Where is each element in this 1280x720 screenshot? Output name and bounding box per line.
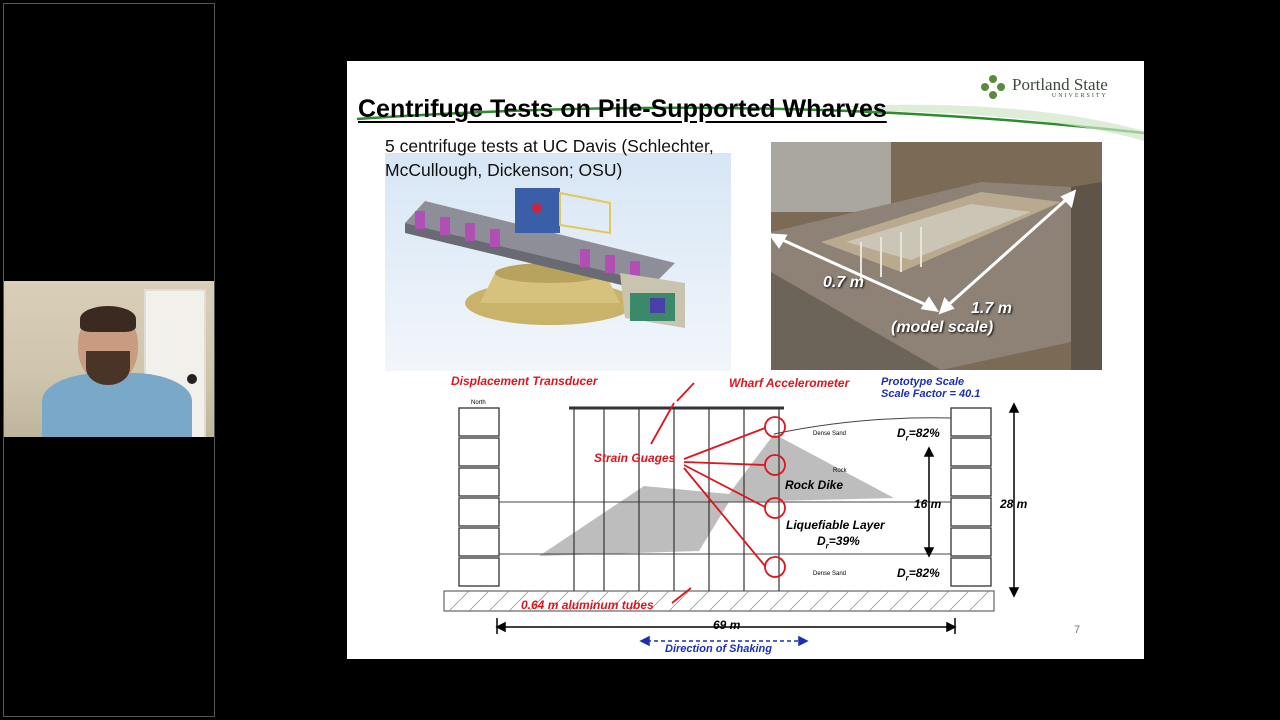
page-number: 7 (1074, 624, 1081, 636)
label-aluminum-tubes: 0.64 m aluminum tubes (521, 598, 654, 612)
label-28m: 28 m (1000, 497, 1028, 511)
presenter-video[interactable] (4, 281, 214, 437)
logo-sub: UNIVERSITY (1051, 92, 1108, 99)
logo-text: Portland State UNIVERSITY (1012, 76, 1108, 99)
label-dr-bottom: Dr=82% (897, 566, 940, 583)
label-liquefiable-layer: Liquefiable Layer (786, 518, 885, 532)
psu-logo-icon (981, 75, 1005, 99)
label-strain-gauges: Strain Guages (594, 451, 676, 465)
presenter-beard (86, 351, 130, 385)
label-69m: 69 m (713, 618, 741, 632)
label-direction-of-shaking: Direction of Shaking (665, 643, 772, 655)
presenter-shirt (42, 373, 192, 437)
label-rock: Rock (833, 468, 847, 474)
cross-section-art (443, 382, 1020, 647)
label-dense-sand-bottom: Dense Sand (813, 571, 847, 577)
photo-length-label: 1.7 m (971, 300, 1012, 317)
logo-name: Portland State (1012, 74, 1108, 94)
label-scale-factor: Scale Factor = 40.1 (881, 388, 981, 400)
label-prototype-scale: Prototype Scale (881, 376, 965, 388)
label-wharf-accelerometer: Wharf Accelerometer (729, 376, 850, 390)
shared-slide: Portland State UNIVERSITY Centrifuge Tes… (347, 61, 1144, 659)
centrifuge-render (385, 153, 731, 371)
presenter-hair (80, 306, 136, 332)
model-photo: 0.7 m 1.7 m (model scale) (771, 142, 1102, 370)
university-logo: Portland State UNIVERSITY (979, 73, 1108, 101)
photo-width-label: 0.7 m (823, 274, 864, 291)
label-16m: 16 m (914, 497, 942, 511)
label-rock-dike: Rock Dike (785, 478, 844, 492)
label-displacement-transducer: Displacement Transducer (451, 374, 598, 388)
label-dr-mid: Dr=39% (817, 534, 860, 551)
label-dense-sand-top: Dense Sand (813, 431, 847, 437)
photo-scale-label: (model scale) (891, 319, 994, 336)
slide-title: Centrifuge Tests on Pile-Supported Wharv… (358, 95, 887, 123)
slide-subtitle: 5 centrifuge tests at UC Davis (Schlecht… (385, 136, 714, 180)
label-dr-top: Dr=82% (897, 426, 940, 443)
header-swoosh (356, 104, 1144, 141)
label-north: North (471, 400, 486, 406)
door-knob (187, 374, 197, 384)
cross-section-diagram: Displacement Transducer Wharf Accelerome… (429, 374, 1094, 659)
model-photo-art (771, 142, 1102, 370)
